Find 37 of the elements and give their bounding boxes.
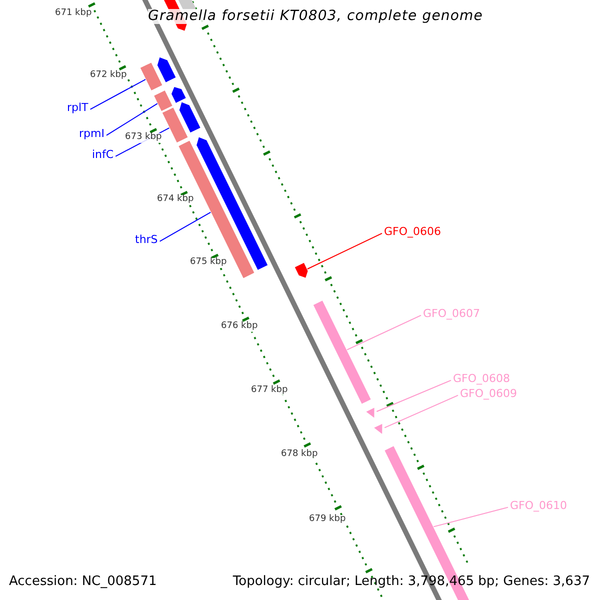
gene-label: infC bbox=[92, 149, 114, 162]
scale-label: 677 kbp bbox=[251, 386, 288, 396]
scale-label: 671 kbp bbox=[55, 9, 92, 19]
gene-feature bbox=[366, 408, 374, 418]
leader-line bbox=[159, 212, 212, 242]
gene-label: GFO_0610 bbox=[510, 500, 568, 512]
leader-line bbox=[90, 78, 146, 110]
gene-label: rpmI bbox=[79, 128, 104, 140]
scale-label: 673 kbp bbox=[125, 133, 162, 143]
accession-text: Accession: NC_008571 bbox=[9, 575, 157, 590]
gene-label: GFO_0609 bbox=[460, 388, 518, 400]
gene-label: GFO_0607 bbox=[423, 308, 480, 320]
gene-feature bbox=[374, 424, 382, 434]
gene-feature bbox=[313, 300, 371, 404]
gene-label: GFO_0606 bbox=[384, 226, 442, 238]
gene-label: GFO_0608 bbox=[453, 373, 510, 386]
scale-label: 674 kbp bbox=[157, 195, 194, 205]
gene-label: rplT bbox=[67, 102, 88, 114]
title: Gramella forsetii KT0803, complete genome bbox=[148, 9, 484, 24]
gene-feature bbox=[162, 108, 188, 142]
gene-feature bbox=[178, 140, 254, 278]
gene-label: thrS bbox=[135, 234, 158, 246]
gene-feature bbox=[154, 90, 172, 111]
gene-feature bbox=[140, 62, 162, 90]
genome-info-text: Topology: circular; Length: 3,798,465 bp; Genes: 3,637 bbox=[232, 575, 590, 590]
leader-line bbox=[346, 314, 422, 350]
leader-line bbox=[306, 232, 382, 270]
scale-label: 672 kbp bbox=[90, 71, 127, 81]
leader-line bbox=[106, 103, 158, 136]
leader-line bbox=[433, 506, 508, 528]
scale-label: 678 kbp bbox=[281, 450, 318, 460]
scale-label: 675 kbp bbox=[190, 258, 227, 268]
leader-line bbox=[384, 394, 458, 428]
gene-feature bbox=[294, 262, 308, 278]
leader-line bbox=[376, 380, 452, 412]
scale-label: 679 kbp bbox=[309, 515, 346, 525]
scale-label: 676 kbp bbox=[221, 322, 258, 332]
